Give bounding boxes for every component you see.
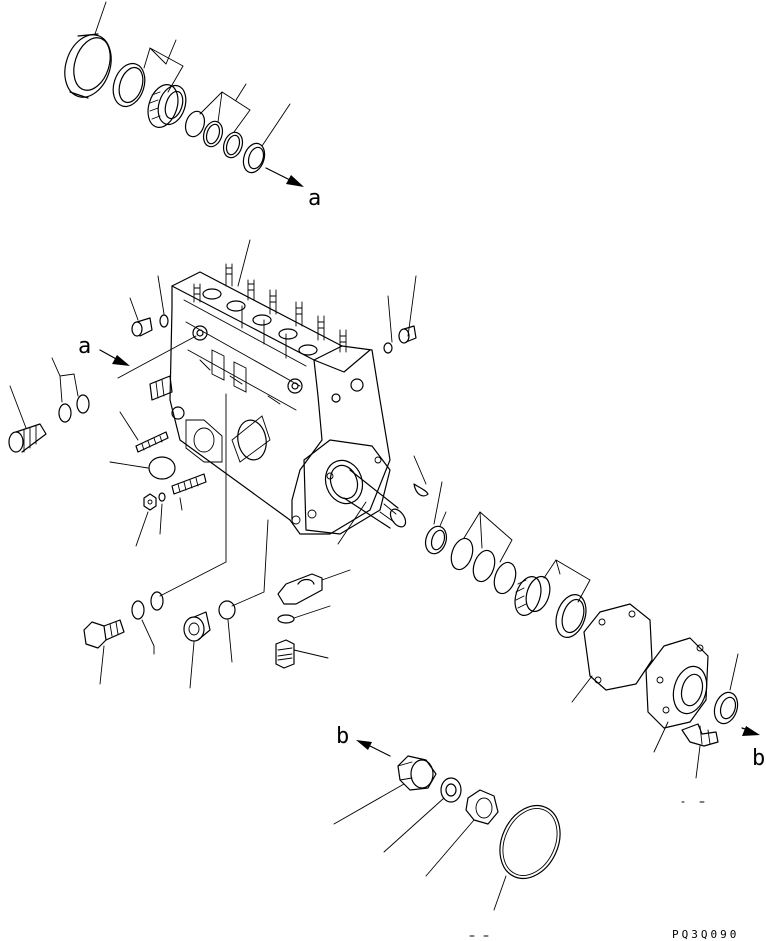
- bracket-washer: [277, 614, 295, 624]
- gasket: [159, 314, 169, 328]
- plug-screw: [131, 317, 153, 337]
- pump-housing: [169, 263, 391, 535]
- right-plug: [398, 325, 417, 344]
- tapered-roller-bearing: [147, 84, 187, 128]
- bearing-race-right: [555, 594, 587, 638]
- tapered-bearing-right: [514, 575, 551, 616]
- socket-bolt: [275, 639, 295, 669]
- coupling-parts: [333, 740, 561, 937]
- coupling-nut: [465, 789, 499, 825]
- camshaft: [324, 459, 429, 529]
- bearing-spacer: [242, 142, 266, 174]
- left-small-parts: [8, 275, 207, 547]
- direction-arrow-b-mid: [356, 740, 391, 757]
- bearing-outer-cover: [64, 33, 112, 99]
- direction-arrow-a-left: [99, 335, 197, 379]
- washer: [58, 403, 72, 423]
- oil-seal: [424, 525, 448, 555]
- cover-plate: [148, 456, 176, 480]
- gasket-plate: [583, 603, 653, 691]
- bearing-bracket: [275, 569, 351, 669]
- overflow-bolt: [8, 423, 47, 453]
- plug: [183, 611, 211, 642]
- shim: [450, 537, 474, 571]
- reference-label-b-mid: b: [336, 724, 350, 749]
- coupling-sleeve: [397, 755, 437, 791]
- reference-label-b-right: b: [752, 746, 766, 771]
- direction-arrow-a-top: [265, 167, 304, 187]
- stud-bolt: [135, 431, 169, 453]
- end-seal: [713, 691, 739, 725]
- leader-lines-top: [94, 1, 291, 147]
- housing-leader-lines: [159, 239, 443, 607]
- drawing-code: PQ3Q090: [672, 928, 740, 941]
- bearing-outer-race: [112, 62, 146, 108]
- washer: [76, 394, 90, 414]
- shim: [493, 561, 517, 595]
- screw-top: [149, 375, 173, 401]
- gasket: [218, 600, 236, 620]
- washer: [150, 591, 164, 611]
- lower-left-parts: [83, 591, 236, 689]
- bearing-housing-cover: [645, 637, 709, 729]
- cover-bolt: [681, 723, 719, 747]
- hollow-bolt: [83, 619, 125, 649]
- right-gasket: [383, 342, 393, 354]
- washer: [131, 600, 145, 620]
- o-ring: [499, 804, 561, 880]
- coupling-washer-hole: [445, 783, 457, 797]
- lock-washer: [158, 492, 166, 502]
- reference-label-a-top: a: [308, 186, 322, 211]
- reference-label-a-left: a: [78, 334, 92, 359]
- stud-lower: [171, 473, 207, 495]
- shim-washers: [184, 110, 244, 159]
- coupling-washer: [440, 777, 462, 803]
- right-bearing-assembly: [424, 511, 760, 803]
- direction-arrow-b-right: [741, 726, 760, 736]
- nut: [143, 493, 157, 511]
- shim: [472, 549, 496, 583]
- top-bearing-assembly: [64, 1, 304, 187]
